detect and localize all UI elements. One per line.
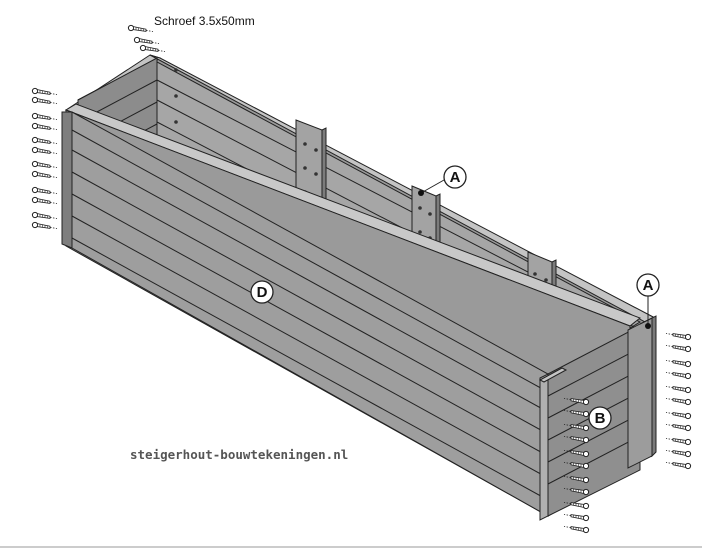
- front-wall-d: [61, 103, 641, 517]
- label-d: D: [250, 280, 274, 304]
- watermark-text: steigerhout-bouwtekeningen.nl: [130, 447, 348, 462]
- label-a-top-text: A: [450, 169, 461, 186]
- label-b: B: [588, 406, 612, 430]
- screws-right: [665, 332, 692, 470]
- label-d-text: D: [257, 284, 268, 301]
- screws-left: [31, 87, 58, 230]
- screw-label: Schroef 3.5x50mm: [154, 14, 255, 28]
- label-a-top: A: [418, 165, 467, 196]
- screws-top: [127, 24, 166, 53]
- label-a-right-text: A: [643, 277, 654, 294]
- label-a-right: A: [636, 273, 660, 329]
- label-b-text: B: [595, 410, 606, 427]
